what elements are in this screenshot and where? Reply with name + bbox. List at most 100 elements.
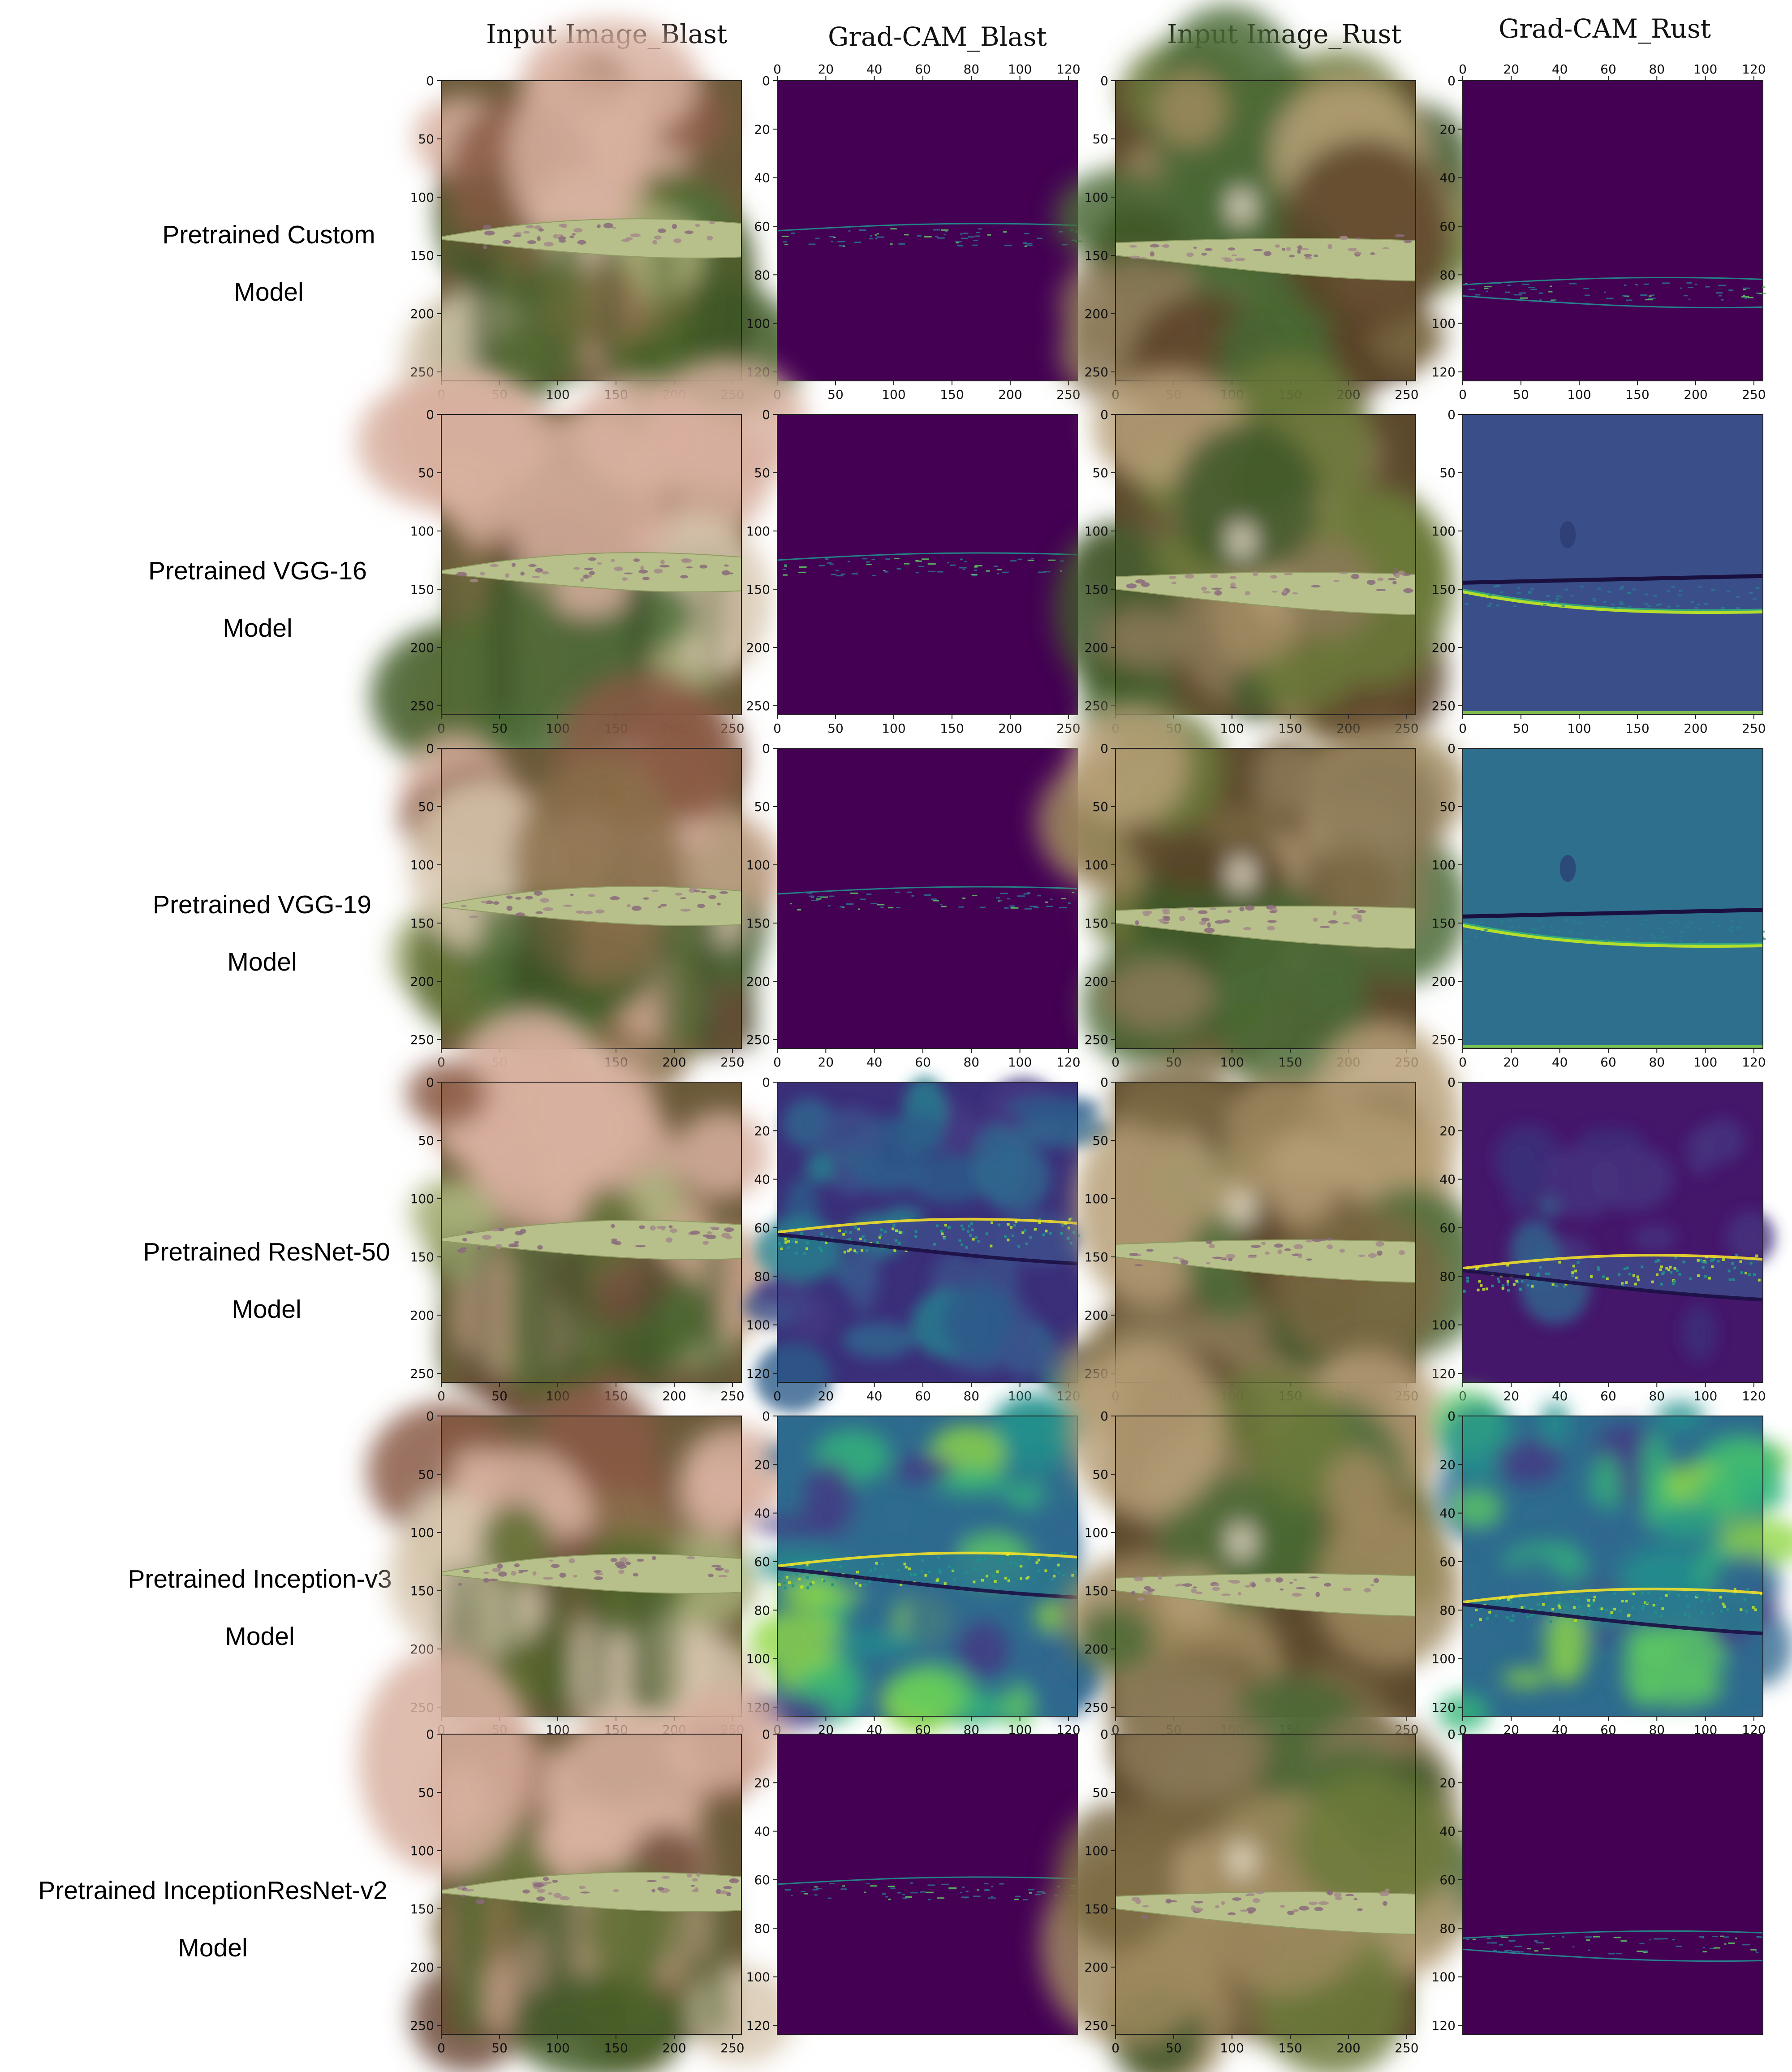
x-tick-label: 20 (818, 1055, 834, 1070)
row-label-model-name: Pretrained InceptionResNet-v2 (38, 1876, 388, 1905)
y-tick-label: 100 (1432, 1318, 1456, 1333)
y-tick-label: 50 (754, 466, 770, 480)
y-tick-label: 120 (746, 1366, 770, 1381)
y-tick-label: 0 (762, 1727, 770, 1742)
y-tick-label: 100 (1085, 858, 1108, 872)
x-tick-label: 120 (1056, 62, 1080, 77)
x-tick-label: 120 (1742, 1389, 1766, 1403)
y-tick-label: 80 (1439, 1921, 1456, 1936)
x-tick-label: 100 (1220, 2041, 1244, 2055)
y-tick-label: 0 (762, 1409, 770, 1424)
x-tick-label: 20 (818, 1389, 834, 1403)
y-tick-label: 200 (1085, 306, 1108, 321)
x-tick-label: 80 (1649, 62, 1665, 77)
y-tick-label: 150 (1432, 916, 1456, 931)
y-tick-label: 60 (1439, 1554, 1456, 1569)
x-tick-label: 120 (1056, 1055, 1080, 1070)
y-tick-label: 0 (426, 741, 434, 756)
row-label-model-word: Model (223, 614, 293, 643)
y-tick-label: 50 (418, 1785, 434, 1800)
y-tick-label: 40 (1439, 1824, 1456, 1839)
x-tick-label: 250 (1742, 721, 1766, 736)
x-tick-label: 50 (1513, 721, 1529, 736)
y-tick-label: 40 (754, 1824, 770, 1839)
x-tick-label: 60 (1600, 1389, 1616, 1403)
x-tick-label: 0 (1459, 1722, 1467, 1737)
gradcam-panel-blast: 0204060801001200501001502002500204060801… (746, 62, 1082, 402)
x-tick-label: 40 (1552, 1055, 1568, 1070)
y-tick-label: 50 (1092, 799, 1108, 814)
y-tick-label: 150 (1085, 582, 1108, 597)
x-tick-label: 60 (915, 1389, 931, 1403)
y-tick-label: 40 (1439, 171, 1456, 186)
y-tick-label: 100 (746, 1652, 770, 1666)
x-tick-label: 60 (915, 62, 931, 77)
y-tick-label: 0 (1100, 407, 1108, 422)
y-tick-label: 60 (754, 1554, 770, 1569)
y-tick-label: 120 (1432, 2018, 1456, 2033)
y-tick-label: 250 (410, 2018, 434, 2033)
y-tick-label: 20 (754, 1775, 770, 1790)
x-tick-label: 0 (773, 62, 781, 77)
y-tick-label: 200 (410, 640, 434, 655)
x-tick-label: 0 (437, 2041, 445, 2055)
y-tick-label: 40 (754, 1172, 770, 1187)
y-tick-label: 0 (1100, 1727, 1108, 1742)
y-tick-label: 100 (1432, 1970, 1456, 1985)
y-tick-label: 0 (426, 73, 434, 88)
x-tick-label: 200 (662, 1055, 686, 1070)
y-tick-label: 50 (418, 466, 434, 480)
y-tick-label: 0 (762, 407, 770, 422)
x-tick-label: 100 (882, 721, 905, 736)
y-tick-label: 200 (410, 1308, 434, 1323)
y-tick-label: 150 (1085, 248, 1108, 263)
y-tick-label: 0 (426, 1727, 434, 1742)
x-tick-label: 0 (773, 1389, 781, 1403)
x-tick-label: 200 (998, 387, 1022, 402)
y-tick-label: 250 (410, 1366, 434, 1381)
x-tick-label: 100 (1693, 1055, 1717, 1070)
y-tick-label: 0 (1100, 1409, 1108, 1424)
y-tick-label: 100 (1432, 524, 1456, 539)
y-tick-label: 0 (762, 1075, 770, 1090)
y-tick-label: 0 (1447, 741, 1456, 756)
x-tick-label: 0 (1459, 387, 1467, 402)
x-tick-label: 100 (546, 387, 569, 402)
x-tick-label: 80 (963, 1389, 979, 1403)
x-tick-label: 50 (1166, 2041, 1182, 2055)
y-tick-label: 80 (1439, 1603, 1456, 1618)
y-tick-label: 50 (1092, 132, 1108, 147)
y-tick-label: 250 (1432, 699, 1456, 713)
x-tick-label: 50 (491, 2041, 508, 2055)
row-label-model-word: Model (225, 1622, 295, 1651)
row-label-model-name: Pretrained Custom (162, 220, 375, 249)
